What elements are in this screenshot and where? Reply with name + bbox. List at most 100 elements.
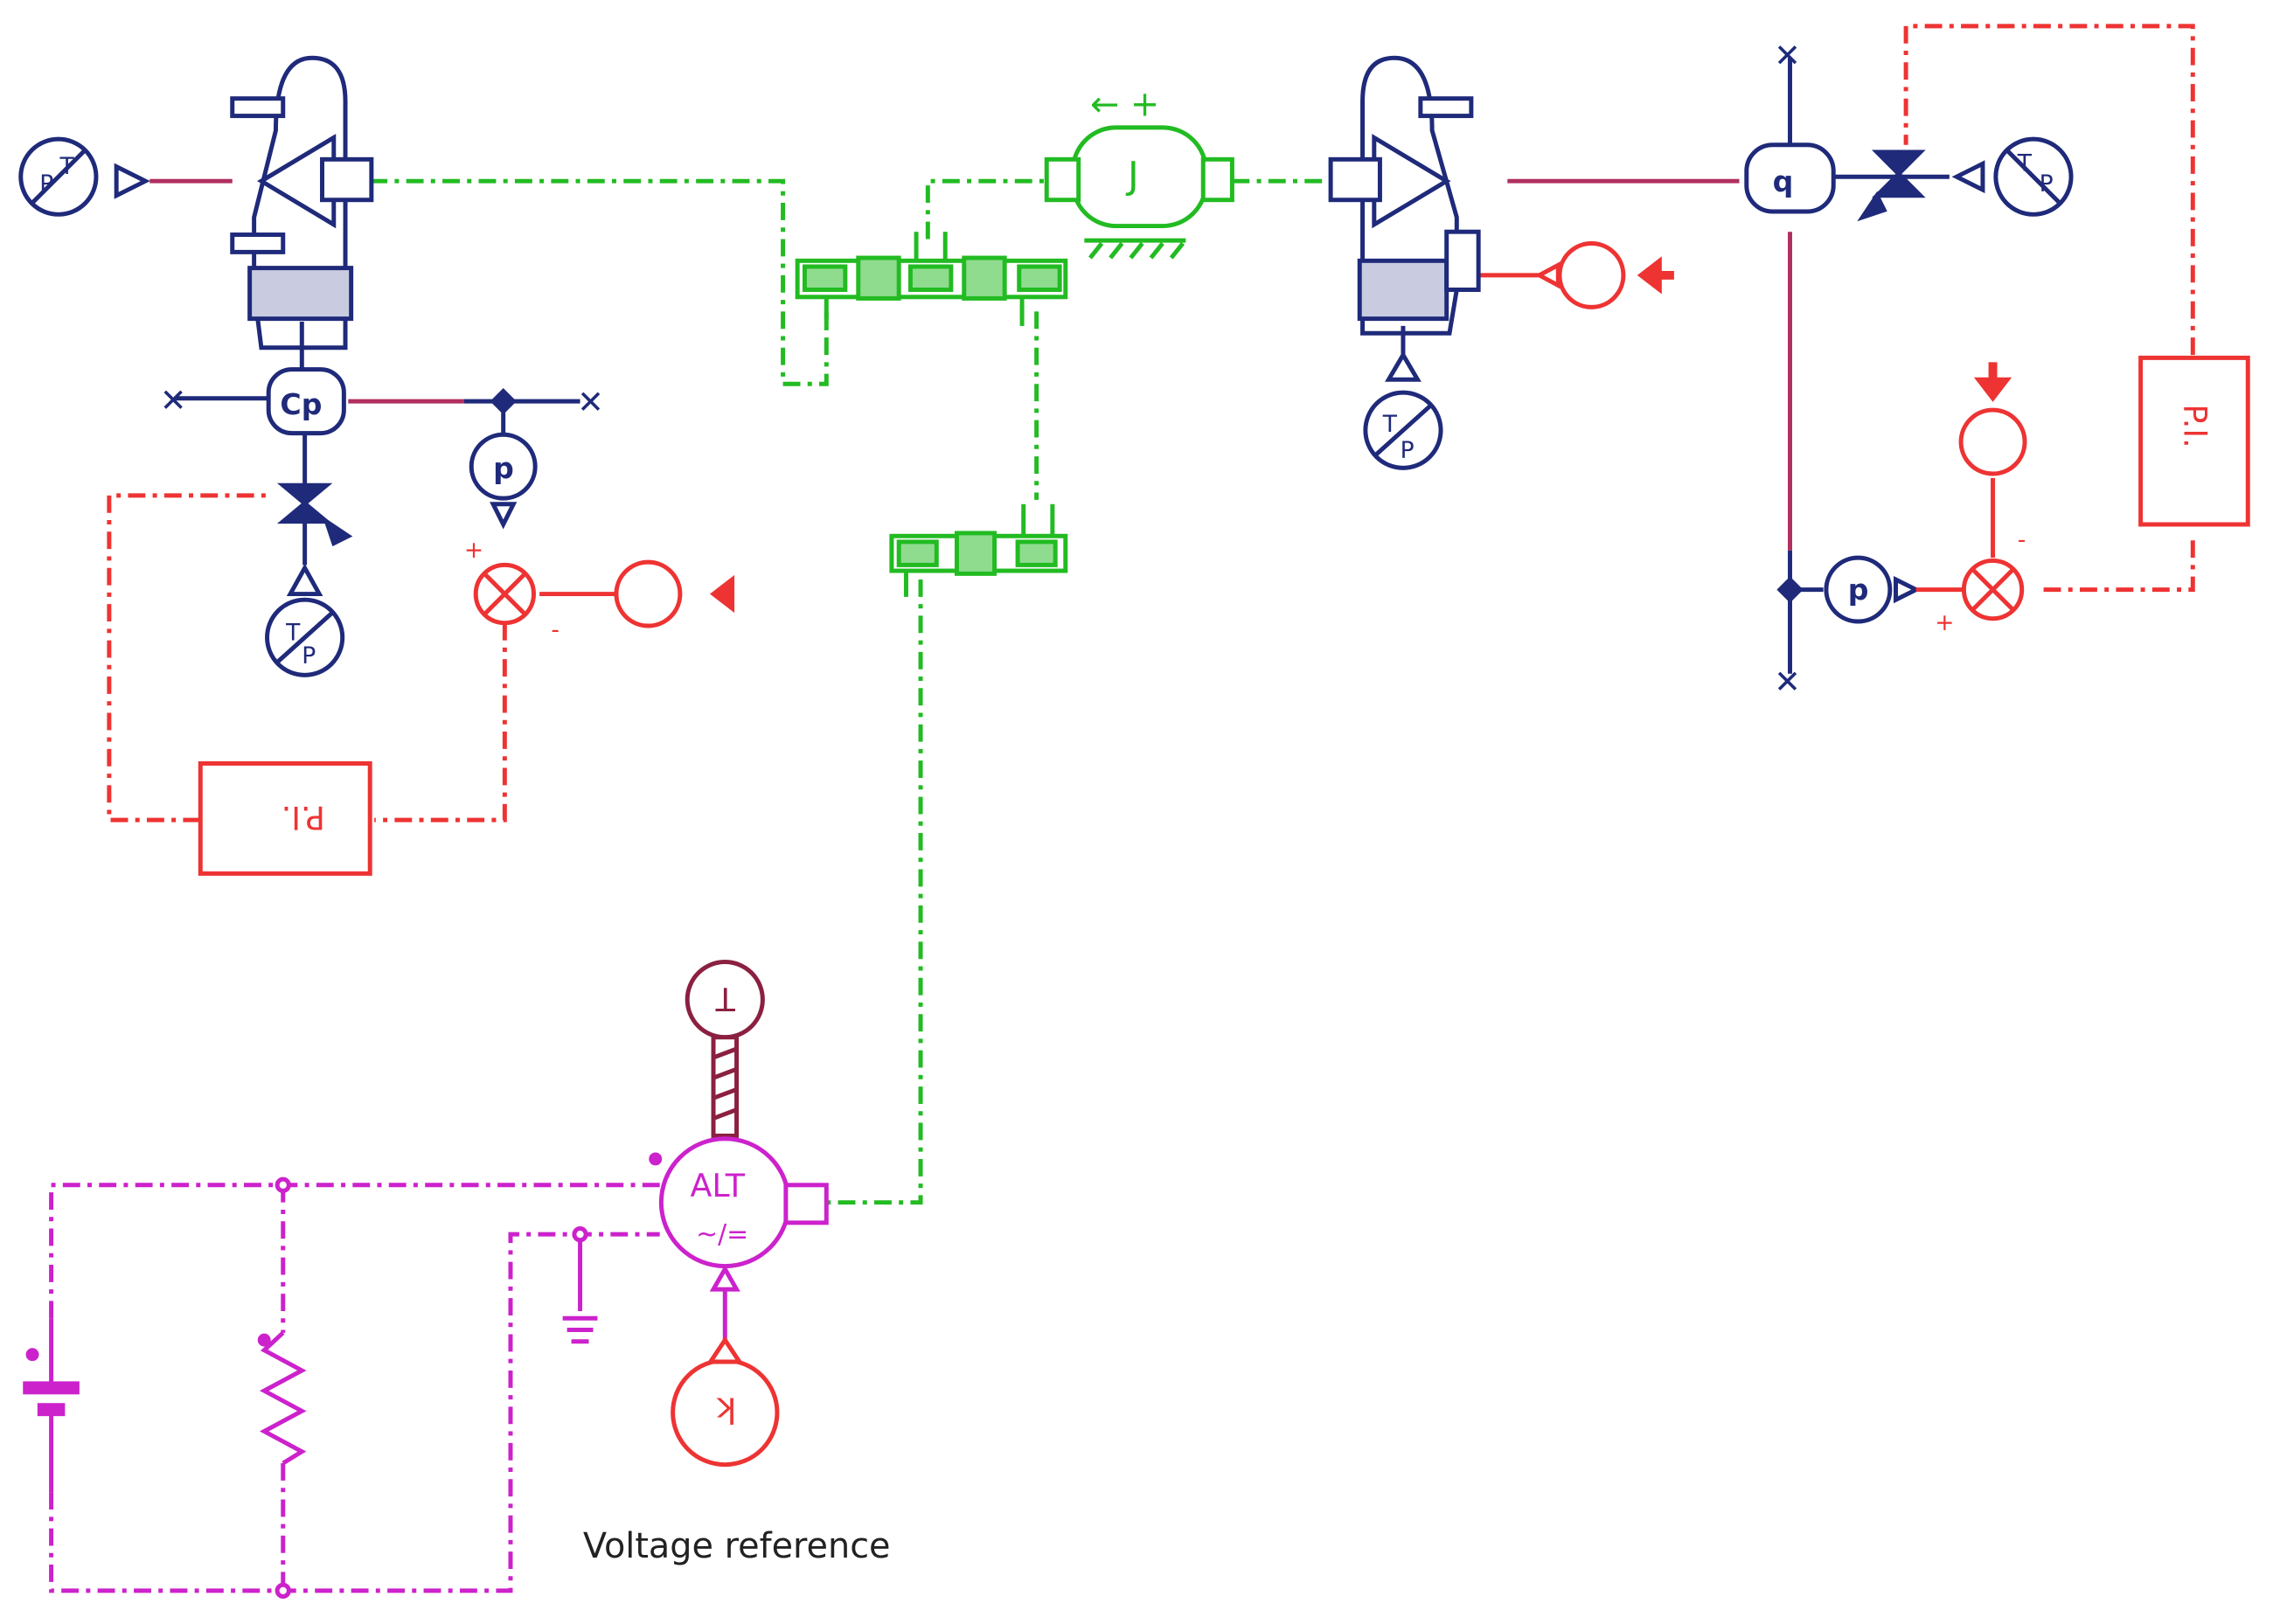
signal-source-turbine-arrow	[1637, 256, 1662, 295]
signal-source-turbine[interactable]	[1534, 240, 1674, 309]
pressure-source-left[interactable]: P T	[18, 136, 150, 217]
summing-junction-left[interactable]: + -	[464, 537, 560, 643]
signal-source-right-arrow	[1973, 377, 2012, 402]
signal-source-left-arrow	[709, 574, 735, 614]
pressure-sensor-left-label: p	[493, 451, 514, 485]
valve-left-body	[276, 482, 333, 524]
hydraulic-links	[149, 178, 1792, 551]
pressure-source-left-lower-t: T	[285, 620, 301, 647]
summing-junction-right[interactable]: + -	[1935, 527, 2026, 636]
pi-controller-right-body	[2138, 355, 2250, 527]
constant-source-k-arrow	[706, 1336, 744, 1364]
turbine-left-shaft	[320, 156, 374, 203]
junction-right-cap-icon: ✕	[1774, 663, 1801, 700]
resistor-junction-top	[275, 1176, 291, 1193]
summing-junction-right-plus: +	[1935, 609, 1954, 636]
pressure-source-right-lower[interactable]: P T	[1363, 350, 1443, 470]
turbine-left-base	[247, 266, 354, 322]
summing-junction-left-x2	[483, 572, 527, 616]
pressure-source-left-divider	[31, 149, 87, 205]
gearbox-upper-gear-1	[802, 264, 848, 292]
pi-controller-left-body	[198, 760, 372, 876]
pressure-source-right-t: T	[2017, 150, 2033, 177]
turbine-right-actuator	[1444, 229, 1481, 292]
mech-link-turbine-left-to-gearbox	[370, 178, 829, 386]
pressure-source-left-arrow	[114, 163, 150, 199]
resistor-polarity-dot	[257, 1333, 271, 1347]
ground-junction	[572, 1226, 588, 1243]
thermal-port-stem-hatch-4	[712, 1107, 738, 1121]
constant-source-k[interactable]: k	[671, 1336, 780, 1468]
pi-controller-right[interactable]: P.I.	[2138, 355, 2250, 527]
signal-arrows	[539, 273, 1996, 597]
valve-left[interactable]	[276, 482, 353, 547]
battery[interactable]	[23, 1318, 80, 1493]
pressure-sensor-left-arrow	[490, 502, 518, 530]
thermal-port-label: T	[715, 980, 736, 1017]
alternator-input-arrow	[709, 1264, 740, 1292]
turbine-left[interactable]	[230, 55, 374, 370]
electrical-links	[49, 1183, 660, 1593]
turbine-right-base	[1357, 258, 1449, 322]
pump-node-right-cap-icon: ✕	[1774, 37, 1801, 74]
pressure-source-left-lower[interactable]: P T	[265, 563, 345, 677]
alternator[interactable]: ALT ~/=	[649, 1136, 829, 1348]
valve-left-arrow	[322, 516, 353, 547]
gearbox-upper-gear-4	[962, 255, 1007, 301]
pressure-sensor-right[interactable]: p	[1824, 555, 1964, 624]
inertia-block-body	[1070, 125, 1209, 229]
gearbox-upper[interactable]	[795, 232, 1068, 326]
inertia-block-ground-hatch-4	[1149, 241, 1164, 260]
turbine-right[interactable]	[1328, 55, 1481, 380]
signal-link-pi-right-to-valve	[1903, 24, 2195, 356]
gearbox-lower[interactable]	[889, 503, 1068, 597]
valve-right-body	[1871, 149, 1926, 198]
pressure-source-left-lower-p: P	[302, 642, 316, 670]
signal-source-left-body	[614, 559, 683, 628]
pressure-source-right-lower-divider	[1373, 402, 1434, 458]
pump-node-right-label: q	[1773, 164, 1794, 198]
alternator-symbol: ~/=	[696, 1219, 748, 1250]
compressor-node-left[interactable]: Cp ✕	[160, 367, 346, 566]
battery-plate-positive	[23, 1381, 80, 1395]
mechanical-links	[370, 178, 1334, 1205]
turbine-right-shaft	[1328, 156, 1382, 203]
compressor-node-left-cap-icon: ✕	[160, 382, 187, 420]
voltage-reference-label: Voltage reference	[583, 1526, 891, 1566]
mech-link-gearbox-to-inertia	[925, 178, 1050, 239]
resistor-junction-bottom	[275, 1582, 291, 1599]
signal-link-summer-right-to-pi	[2043, 536, 2195, 593]
pi-controller-left[interactable]: P.I.	[198, 760, 372, 876]
ground	[562, 1226, 598, 1344]
gearbox-upper-gear-5	[1017, 264, 1062, 292]
compressor-node-left-label: Cp	[280, 387, 322, 421]
turbine-left-flange-top	[230, 96, 286, 119]
signal-source-left[interactable]	[614, 559, 735, 628]
elec-link-bottom-bus	[49, 1232, 660, 1593]
pressure-source-left-lower-divider	[274, 609, 336, 665]
pressure-source-left-p: P	[39, 170, 53, 198]
thermal-port-stem-hatch-3	[712, 1087, 738, 1100]
pressure-source-right-arrow	[1951, 160, 1985, 194]
junction-right[interactable]: ✕	[1774, 550, 1824, 700]
pump-node-right[interactable]: q ✕	[1744, 37, 1950, 214]
thermal-port[interactable]: T	[685, 960, 765, 1138]
summing-junction-left-minus: -	[551, 616, 560, 643]
resistor[interactable]	[257, 1176, 307, 1599]
valve-right[interactable]	[1857, 149, 1926, 222]
pressure-source-right-lower-arrow	[1385, 350, 1421, 382]
pressure-source-right-lower-p: P	[1401, 437, 1415, 464]
pressure-source-right[interactable]: P T	[1951, 136, 2074, 217]
mech-link-gearbox2-to-alternator	[826, 579, 923, 1205]
inertia-block-ground-hatch-3	[1129, 241, 1144, 260]
elec-link-top-bus	[49, 1183, 660, 1319]
pi-controller-left-label: P.I.	[282, 799, 325, 836]
pressure-sensor-left-body	[469, 432, 538, 501]
signal-source-right[interactable]	[1958, 362, 2027, 476]
junction-left[interactable]: ✕	[463, 383, 604, 435]
signal-links	[107, 24, 2195, 822]
pressure-sensor-left[interactable]: p	[469, 432, 538, 530]
signal-source-turbine-in-arrow	[1534, 261, 1561, 289]
inertia-block[interactable]: J ← +	[1044, 85, 1234, 260]
signal-link-summer-left-to-pi	[374, 622, 507, 822]
